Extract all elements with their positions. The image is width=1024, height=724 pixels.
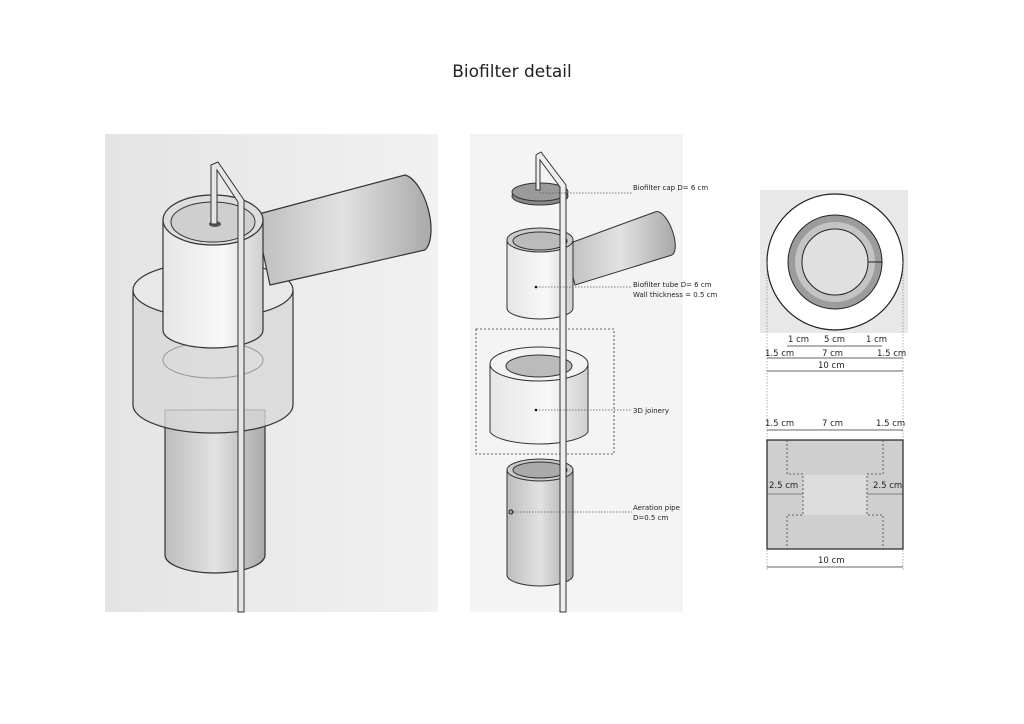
dim-outer-center: 7 cm bbox=[822, 349, 843, 359]
dim-inner-center: 5 cm bbox=[824, 335, 845, 345]
label-tube: Biofilter tube D= 6 cm bbox=[633, 281, 712, 289]
dim-inner-right: 1 cm bbox=[866, 335, 887, 345]
dim-outer-left: 1.5 cm bbox=[765, 349, 794, 359]
label-aeration: Aeration pipe bbox=[633, 504, 680, 512]
dim-section-top-center: 7 cm bbox=[822, 419, 843, 429]
label-aeration-diameter: D=0.5 cm bbox=[633, 514, 668, 522]
dim-section-side-left: 2.5 cm bbox=[769, 481, 798, 491]
dim-inner-left: 1 cm bbox=[788, 335, 809, 345]
dim-total: 10 cm bbox=[818, 361, 844, 371]
dim-section-top-left: 1.5 cm bbox=[765, 419, 794, 429]
dim-section-total: 10 cm bbox=[818, 556, 844, 566]
label-joinery: 3D joinery bbox=[633, 407, 669, 415]
exploded-view: Biofilter cap D= 6 cm Biofilter tube D= … bbox=[470, 134, 717, 613]
top-view: 1 cm 5 cm 1 cm 1.5 cm 7 cm 1.5 cm 10 cm bbox=[760, 190, 908, 570]
dim-outer-right: 1.5 cm bbox=[877, 349, 906, 359]
label-cap: Biofilter cap D= 6 cm bbox=[633, 184, 708, 192]
page-title: Biofilter detail bbox=[452, 62, 572, 82]
label-wall-thickness: Wall thickness = 0.5 cm bbox=[633, 291, 717, 299]
assembled-view bbox=[105, 134, 438, 613]
section-view: 1.5 cm 7 cm 1.5 cm 2.5 cm 2.5 cm 10 cm bbox=[765, 419, 905, 568]
dim-section-top-right: 1.5 cm bbox=[876, 419, 905, 429]
dim-section-side-right: 2.5 cm bbox=[873, 481, 902, 491]
